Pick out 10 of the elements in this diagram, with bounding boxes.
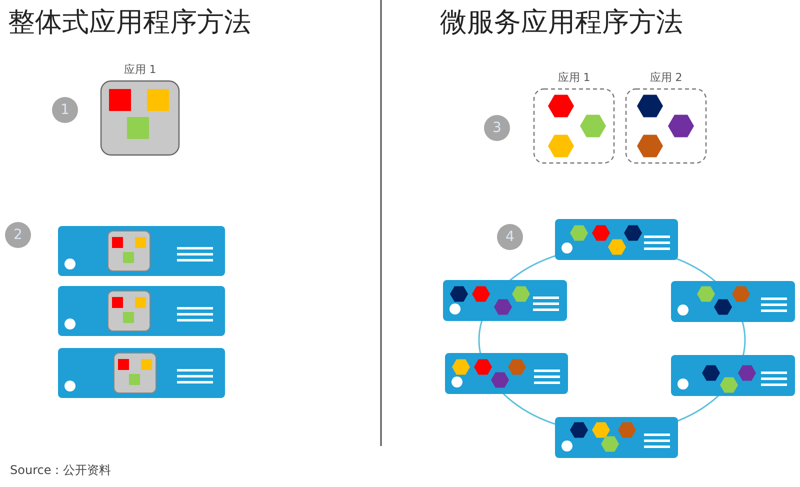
heading: 整体式应用程序方法 — [8, 6, 251, 40]
app-label: 应用 2 — [648, 70, 684, 86]
callout-number: 2 — [5, 222, 31, 248]
app-label: 应用 1 — [556, 70, 592, 86]
callout-number: 3 — [484, 115, 510, 141]
callout-number: 4 — [497, 224, 523, 250]
heading: 微服务应用程序方法 — [440, 6, 683, 40]
source-note: Source：公开资料 — [10, 462, 112, 479]
app-label: 应用 1 — [122, 62, 158, 78]
callout-number: 1 — [52, 97, 78, 123]
